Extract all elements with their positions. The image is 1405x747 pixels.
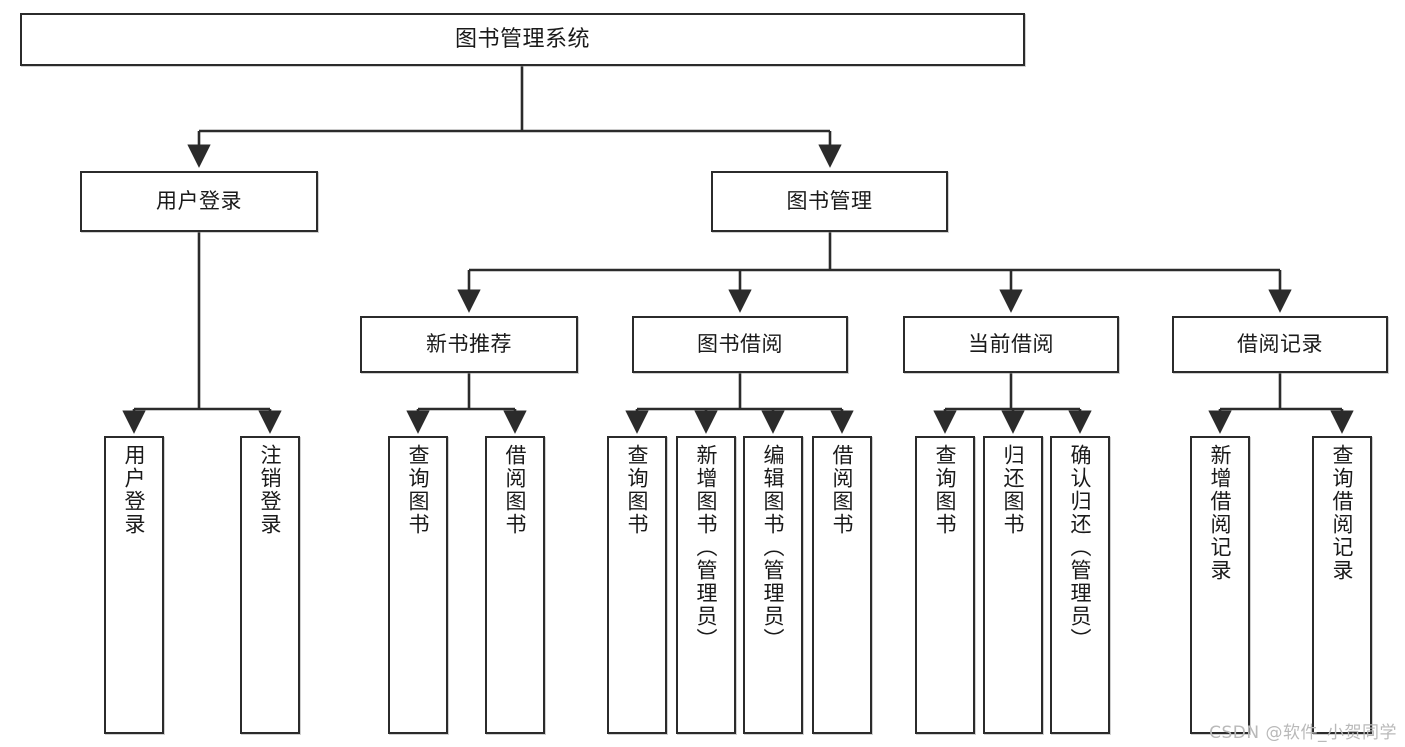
node-leaf-query-record-label: 查询借阅记录	[1330, 444, 1355, 582]
node-leaf-add-record[interactable]: 新增借阅记录	[1190, 436, 1250, 734]
node-new-book-recommend-label: 新书推荐	[426, 332, 512, 357]
node-leaf-edit-book[interactable]: 编辑图书（管理员）	[743, 436, 803, 734]
node-book-manage-label: 图书管理	[786, 189, 873, 214]
watermark: CSDN @软件_小贺同学	[1209, 723, 1397, 743]
node-leaf-return-book[interactable]: 归还图书	[983, 436, 1043, 734]
node-leaf-add-book[interactable]: 新增图书（管理员）	[676, 436, 736, 734]
node-current-borrow[interactable]: 当前借阅	[903, 316, 1119, 373]
node-leaf-add-record-label: 新增借阅记录	[1208, 444, 1233, 582]
node-leaf-user-login[interactable]: 用户登录	[104, 436, 164, 734]
node-current-borrow-label: 当前借阅	[968, 332, 1054, 357]
node-leaf-query-book-2-label: 查询图书	[625, 444, 650, 536]
node-borrow-record-label: 借阅记录	[1237, 332, 1323, 357]
node-leaf-borrow-book-2[interactable]: 借阅图书	[812, 436, 872, 734]
node-new-book-recommend[interactable]: 新书推荐	[360, 316, 578, 373]
node-leaf-query-record[interactable]: 查询借阅记录	[1312, 436, 1372, 734]
node-borrow-record[interactable]: 借阅记录	[1172, 316, 1388, 373]
edges-group	[122, 66, 1354, 434]
node-user-login-label: 用户登录	[156, 189, 242, 214]
node-root-label: 图书管理系统	[454, 26, 590, 52]
node-leaf-logout-label: 注销登录	[258, 444, 283, 536]
node-leaf-borrow-book-1-label: 借阅图书	[503, 444, 528, 536]
node-leaf-confirm-return-label: 确认归还（管理员）	[1068, 444, 1093, 651]
node-leaf-borrow-book-1[interactable]: 借阅图书	[485, 436, 545, 734]
node-leaf-query-book-2[interactable]: 查询图书	[607, 436, 667, 734]
node-book-manage[interactable]: 图书管理	[711, 171, 948, 232]
node-book-borrow-label: 图书借阅	[697, 332, 783, 357]
node-leaf-confirm-return[interactable]: 确认归还（管理员）	[1050, 436, 1110, 734]
node-root[interactable]: 图书管理系统	[20, 13, 1025, 66]
node-book-borrow[interactable]: 图书借阅	[632, 316, 848, 373]
node-leaf-edit-book-label: 编辑图书（管理员）	[761, 444, 786, 651]
node-user-login[interactable]: 用户登录	[80, 171, 318, 232]
node-leaf-borrow-book-2-label: 借阅图书	[830, 444, 855, 536]
node-leaf-user-login-label: 用户登录	[122, 444, 147, 536]
node-leaf-return-book-label: 归还图书	[1001, 444, 1026, 536]
node-leaf-add-book-label: 新增图书（管理员）	[694, 444, 719, 651]
node-leaf-query-book-3[interactable]: 查询图书	[915, 436, 975, 734]
node-leaf-logout[interactable]: 注销登录	[240, 436, 300, 734]
node-leaf-query-book-3-label: 查询图书	[933, 444, 958, 536]
node-leaf-query-book-1[interactable]: 查询图书	[388, 436, 448, 734]
node-leaf-query-book-1-label: 查询图书	[406, 444, 431, 536]
